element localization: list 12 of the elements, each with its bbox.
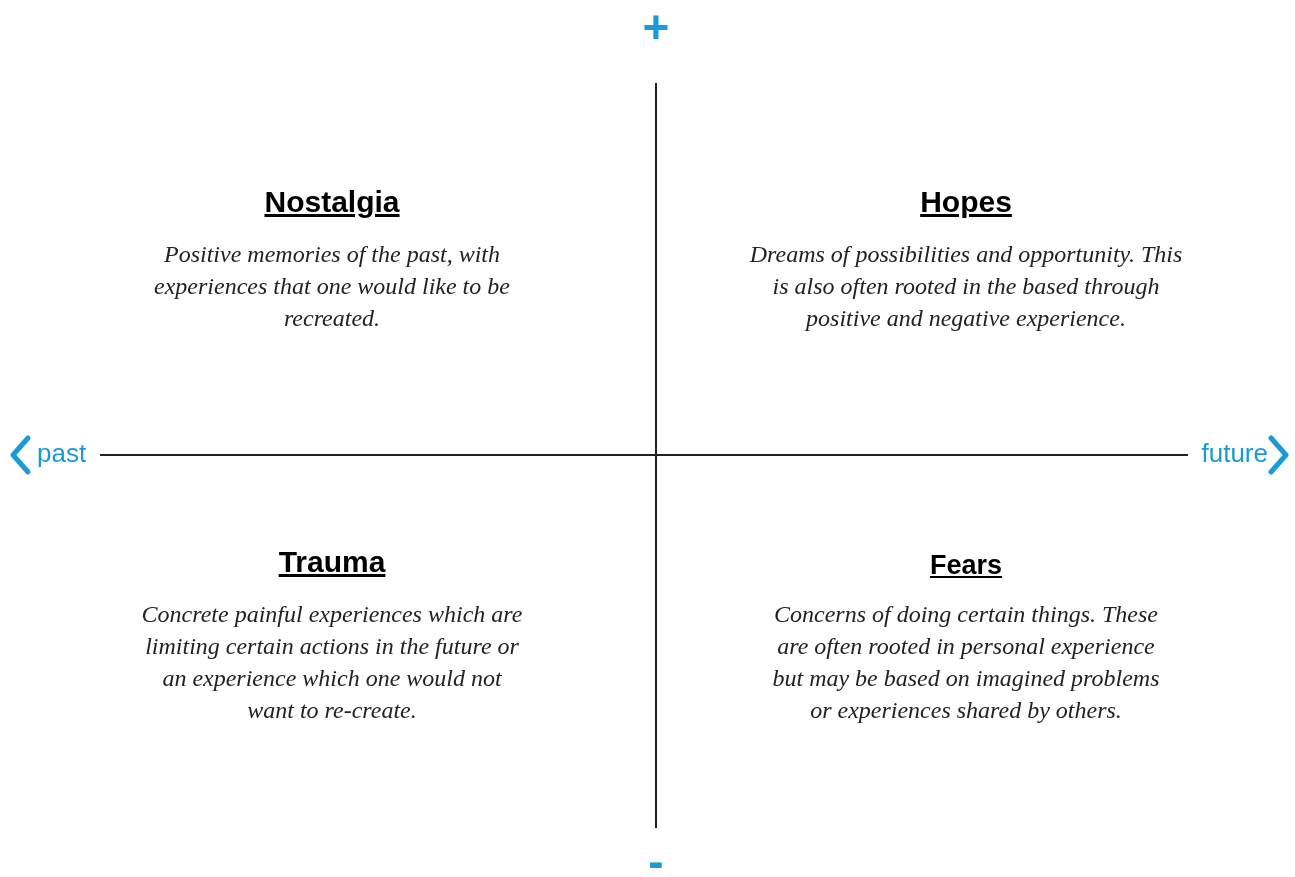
quadrant-description: Concrete painful experiences which are limiting certain actions in the future or an experience which one would not want to re-create. <box>140 600 524 725</box>
quadrant-description: Positive memories of the past, with experiences that one would like to be recreated. <box>153 240 511 333</box>
minus-sign: - <box>648 838 664 877</box>
axis-label: future <box>1201 438 1268 468</box>
quadrant-description: Dreams of possibilities and opportunity. This is also often rooted in the based through positive and negative experience. <box>748 240 1184 333</box>
quadrant-description: Concerns of doing certain things. These are often rooted in personal experience but may be based on imagined problems or experiences shared by others. <box>771 600 1161 725</box>
quadrant-heading: Nostalgia <box>264 184 400 220</box>
plus-sign: + <box>642 4 670 50</box>
quadrant-heading: Trauma <box>278 544 386 580</box>
quadrant-heading: Fears <box>929 549 1003 582</box>
axis-label: past <box>37 438 87 468</box>
quadrant-heading: Hopes <box>920 184 1012 220</box>
